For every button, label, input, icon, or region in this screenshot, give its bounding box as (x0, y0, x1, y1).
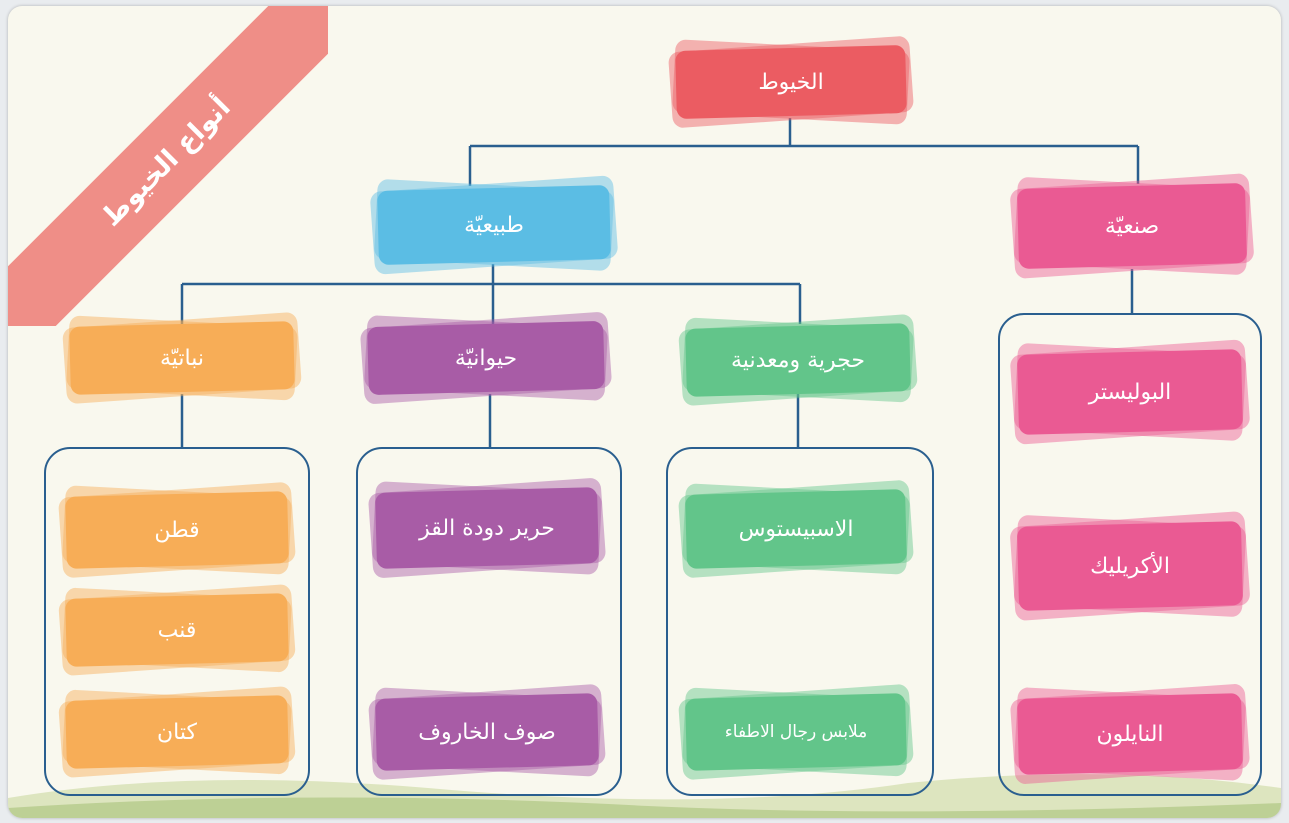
natural-node: طبيعيّة (369, 175, 619, 275)
plant-examples-group (44, 447, 310, 796)
example-label: البوليستر (1088, 379, 1172, 405)
animal-node: حيوانيّة (359, 311, 613, 405)
list-item: قنب (58, 583, 296, 677)
example-label: الأكريليك (1090, 553, 1170, 579)
mineral-label: حجرية ومعدنية (731, 347, 865, 373)
landscape-decoration (8, 774, 1281, 818)
list-item: الأكريليك (1009, 510, 1251, 622)
list-item: حرير دودة القز (367, 477, 607, 579)
synthetic-node: صنعيّة (1009, 172, 1255, 280)
example-label: حرير دودة القز (419, 515, 555, 541)
list-item: ملابس رجال الاطفاء (677, 683, 915, 781)
example-label: الاسبيستوس (738, 516, 854, 542)
example-label: صوف الخاروف (418, 719, 556, 745)
animal-examples-group (356, 447, 622, 796)
list-item: قطن (57, 481, 297, 579)
list-item: كتان (58, 685, 296, 779)
plant-label: نباتيّة (159, 345, 205, 371)
plant-node: نباتيّة (62, 311, 302, 405)
connector-lines (180, 118, 1140, 449)
title-ribbon: أنواع الخيوط (8, 6, 328, 326)
synthetic-examples-group (998, 313, 1262, 796)
mineral-examples-group (666, 447, 934, 796)
root-label: الخيوط (758, 69, 824, 95)
example-label: قنب (157, 617, 197, 643)
diagram-frame: أنواع الخيوط الخيوط طبيعيّة صنعيّة نباتي… (8, 6, 1281, 818)
animal-label: حيوانيّة (454, 345, 518, 371)
example-label: النايلون (1096, 721, 1164, 747)
example-label: قطن (154, 517, 200, 543)
list-item: الاسبيستوس (677, 479, 915, 579)
example-label: كتان (157, 719, 197, 745)
example-label: ملابس رجال الاطفاء (724, 722, 868, 742)
synthetic-label: صنعيّة (1104, 213, 1160, 239)
list-item: البوليستر (1009, 339, 1251, 445)
root-node: الخيوط (667, 35, 915, 129)
list-item: النايلون (1009, 683, 1251, 785)
diagram-title: أنواع الخيوط (95, 91, 237, 233)
natural-label: طبيعيّة (464, 212, 524, 238)
mineral-node: حجرية ومعدنية (678, 313, 918, 407)
list-item: صوف الخاروف (367, 683, 607, 781)
